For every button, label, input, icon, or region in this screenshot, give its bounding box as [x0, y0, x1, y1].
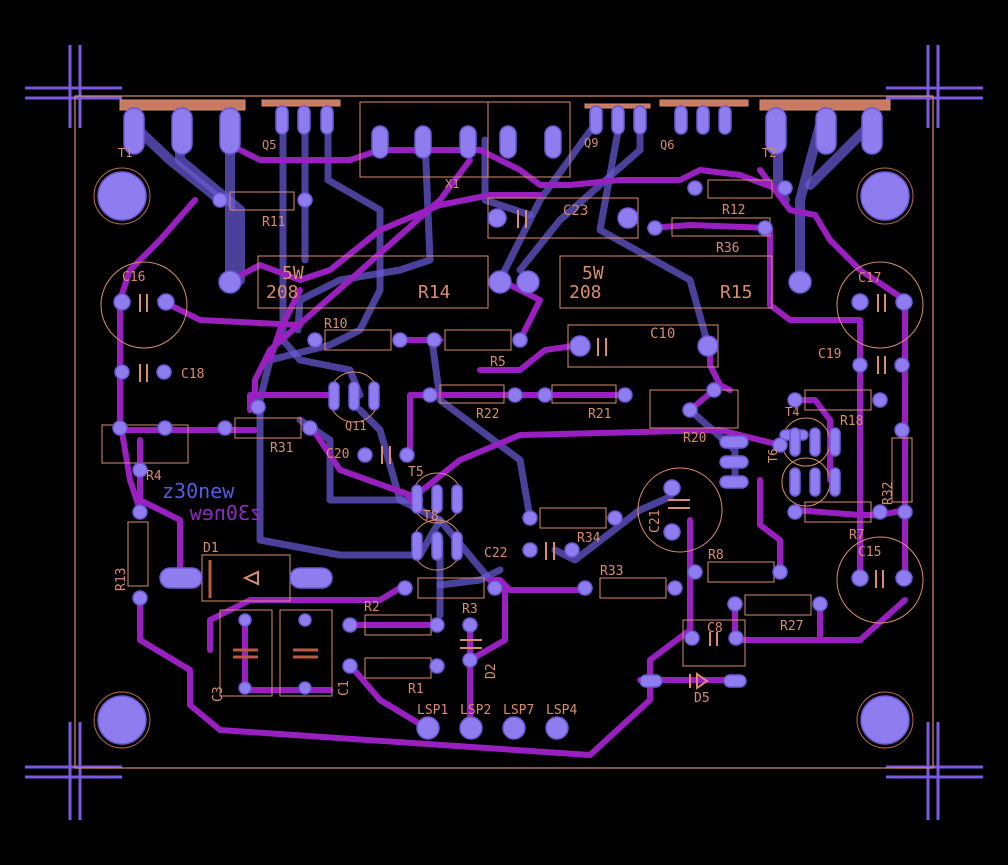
component-symbols	[139, 210, 886, 690]
label-R32: R32	[881, 482, 896, 505]
label-R31: R31	[270, 441, 293, 456]
component-labels: T1 Q5 X1 Q9 Q6 T2 R11 R12 R36 C23 5W 208…	[114, 136, 896, 718]
board-text-top: z30new	[162, 479, 235, 503]
label-R2: R2	[364, 600, 380, 615]
label-C19: C19	[818, 347, 841, 362]
silkscreen-outlines	[100, 99, 924, 697]
label-Q11: Q11	[345, 419, 367, 433]
label-R18: R18	[840, 414, 863, 429]
crop-marks	[25, 45, 983, 820]
label-C1: C1	[337, 680, 352, 696]
label-C21: C21	[648, 510, 663, 533]
label-C23: C23	[563, 203, 588, 219]
label-D5: D5	[694, 691, 710, 706]
label-LSP2: LSP2	[460, 703, 491, 718]
label-T2: T2	[762, 146, 776, 160]
label-R15-power: 5W	[582, 263, 604, 284]
label-Q6: Q6	[660, 138, 674, 152]
board-text-bottom-mirrored: z30new	[189, 501, 262, 525]
label-R21: R21	[588, 407, 611, 422]
label-C18: C18	[181, 367, 204, 382]
label-C16: C16	[122, 270, 145, 285]
label-R14-power: 5W	[282, 263, 304, 284]
label-R22: R22	[476, 407, 499, 422]
pads	[112, 105, 913, 740]
label-Q5: Q5	[262, 138, 276, 152]
label-D1: D1	[203, 541, 219, 556]
label-R14-value: 208	[266, 282, 299, 303]
label-R3: R3	[462, 602, 478, 617]
label-T5: T5	[408, 465, 424, 480]
label-C17: C17	[858, 271, 881, 286]
label-Q9: Q9	[584, 136, 598, 150]
board-outline	[74, 95, 934, 769]
label-R33: R33	[600, 564, 623, 579]
label-R11: R11	[262, 215, 285, 230]
label-R7: R7	[849, 528, 865, 543]
label-C3: C3	[211, 686, 226, 702]
label-T4: T4	[785, 405, 799, 419]
label-R20: R20	[683, 431, 706, 446]
label-X1: X1	[445, 177, 459, 191]
label-D2: D2	[484, 663, 499, 679]
label-R4: R4	[146, 469, 162, 484]
label-R15: R15	[720, 282, 753, 303]
label-T8: T8	[423, 509, 439, 524]
mounting-holes	[93, 167, 914, 749]
label-C15: C15	[858, 545, 881, 560]
label-R10: R10	[324, 317, 347, 332]
label-R27: R27	[780, 619, 803, 634]
label-R8: R8	[708, 548, 724, 563]
label-C8: C8	[707, 621, 723, 636]
label-R15-value: 208	[569, 282, 602, 303]
label-C10: C10	[650, 326, 675, 342]
label-LSP4: LSP4	[546, 703, 577, 718]
label-T1: T1	[118, 146, 132, 160]
label-R13: R13	[114, 568, 129, 591]
label-T6: T6	[766, 449, 780, 463]
label-R36: R36	[716, 241, 739, 256]
label-C22: C22	[484, 546, 507, 561]
label-R14: R14	[418, 282, 451, 303]
label-R12: R12	[722, 203, 745, 218]
label-C20: C20	[326, 447, 349, 462]
label-LSP7: LSP7	[503, 703, 534, 718]
label-LSP1: LSP1	[417, 703, 448, 718]
label-R34: R34	[577, 531, 601, 546]
label-R1: R1	[408, 682, 424, 697]
label-R5: R5	[490, 355, 506, 370]
